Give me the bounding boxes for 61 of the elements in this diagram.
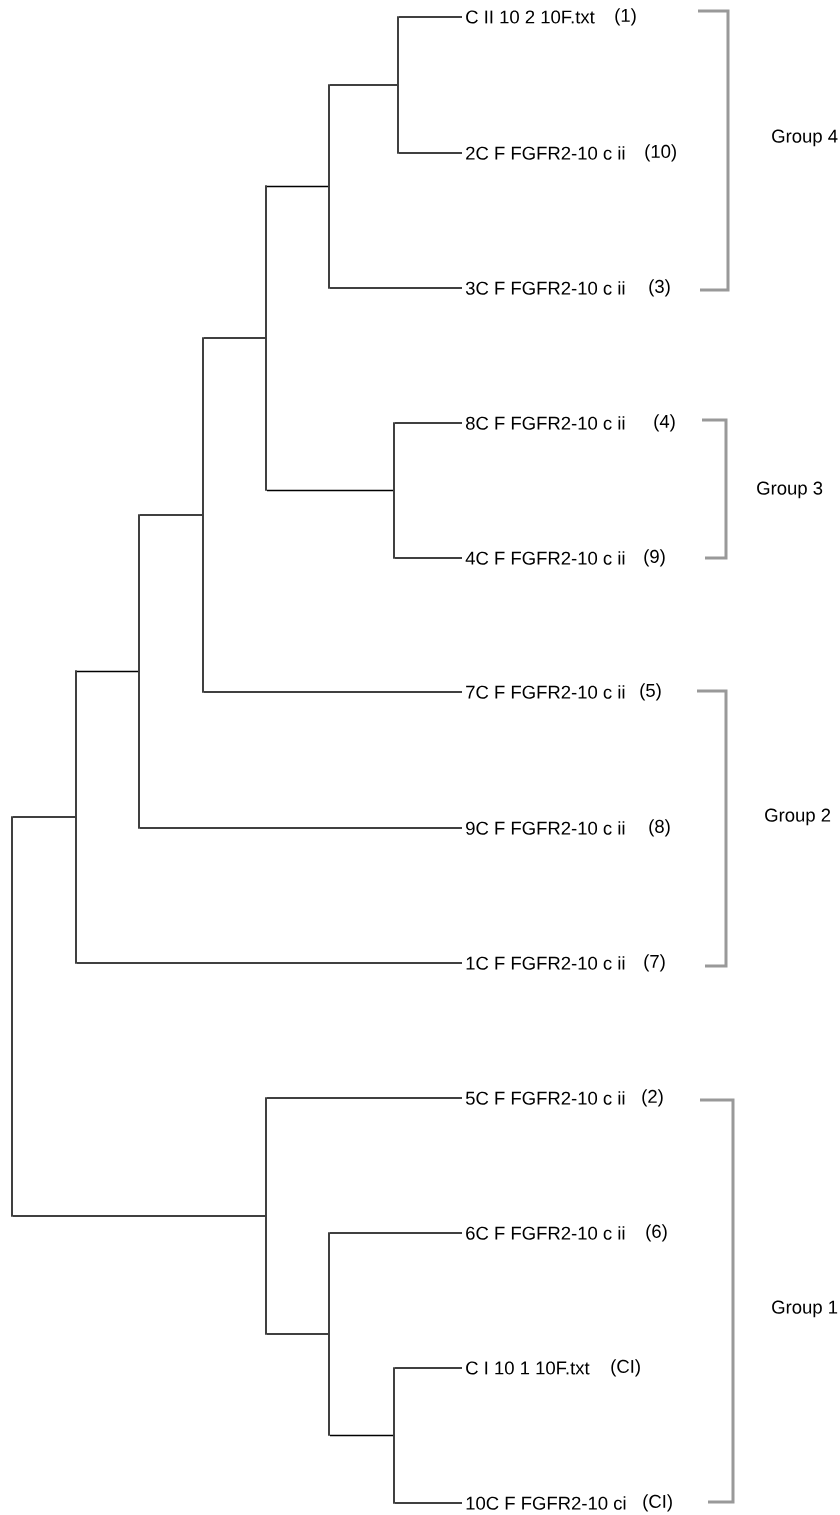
- branch-line: [138, 514, 140, 829]
- branch-line: [202, 337, 204, 693]
- branch-line: [393, 422, 395, 559]
- cluster-number: (1): [615, 8, 636, 26]
- branch-line: [76, 962, 463, 964]
- branch-line: [266, 1333, 329, 1335]
- leaf-label: 5C F FGFR2-10 c ii: [465, 1091, 625, 1105]
- branch-line: [76, 670, 139, 673]
- branch-line: [203, 691, 463, 693]
- cluster-number: (6): [646, 1224, 667, 1242]
- branch-line: [329, 84, 398, 86]
- branch-line: [12, 1215, 266, 1217]
- branch-line: [266, 1097, 463, 1099]
- branch-line: [203, 337, 266, 339]
- branch-line: [394, 557, 463, 559]
- leaf-label: 1C F FGFR2-10 c ii: [466, 956, 625, 970]
- leaf-label: 6C F FGFR2-10 c ii: [466, 1226, 625, 1240]
- cluster-number: (7): [644, 954, 665, 972]
- branch-line: [75, 670, 77, 964]
- branch-line: [394, 422, 463, 424]
- branch-line: [393, 1367, 395, 1504]
- branch-line: [11, 816, 13, 1217]
- leaf-label: 3C F FGFR2-10 c ii: [465, 281, 625, 295]
- branch-line: [265, 1097, 267, 1335]
- branch-line: [329, 287, 463, 289]
- branch-line: [266, 489, 394, 492]
- branch-line: [329, 1434, 394, 1437]
- cluster-number: (8): [649, 819, 670, 837]
- cluster-number: (4): [654, 414, 675, 432]
- branch-line: [328, 84, 330, 289]
- cluster-number: (5): [640, 683, 661, 701]
- branch-line: [398, 16, 463, 18]
- cluster-number: (3): [649, 279, 670, 297]
- branch-line: [398, 152, 463, 154]
- group-label: Group 2: [765, 808, 831, 826]
- branch-line: [328, 1232, 330, 1436]
- leaf-label: 8C F FGFR2-10 c ii: [466, 416, 625, 430]
- branch-line: [266, 185, 329, 188]
- branch-line: [394, 1367, 463, 1369]
- leaf-label: C I 10 1 10F.txt: [466, 1361, 590, 1375]
- branch-line: [397, 16, 399, 154]
- cluster-number: (10): [645, 144, 676, 162]
- leaf-label: 10C F FGFR2-10 ci: [466, 1496, 626, 1510]
- cluster-number: (9): [644, 549, 665, 567]
- branch-line: [139, 827, 463, 829]
- leaf-label: 4C F FGFR2-10 c ii: [465, 551, 625, 565]
- group-label: Group 3: [757, 481, 823, 499]
- cluster-number: (2): [642, 1089, 663, 1107]
- group-label: Group 4: [772, 129, 838, 147]
- group-label: Group 1: [772, 1300, 838, 1318]
- leaf-label: 7C F FGFR2-10 c ii: [466, 685, 625, 699]
- branch-line: [265, 185, 267, 491]
- branch-line: [329, 1232, 463, 1234]
- cluster-number: (CI): [611, 1359, 640, 1377]
- branch-line: [139, 514, 203, 516]
- leaf-label: 2C F FGFR2-10 c ii: [466, 146, 625, 160]
- branch-line: [12, 816, 76, 818]
- branch-line: [394, 1502, 463, 1504]
- cluster-number: (CI): [643, 1494, 672, 1512]
- leaf-label: 9C F FGFR2-10 c ii: [466, 821, 625, 835]
- leaf-label: C II 10 2 10F.txt: [466, 10, 595, 24]
